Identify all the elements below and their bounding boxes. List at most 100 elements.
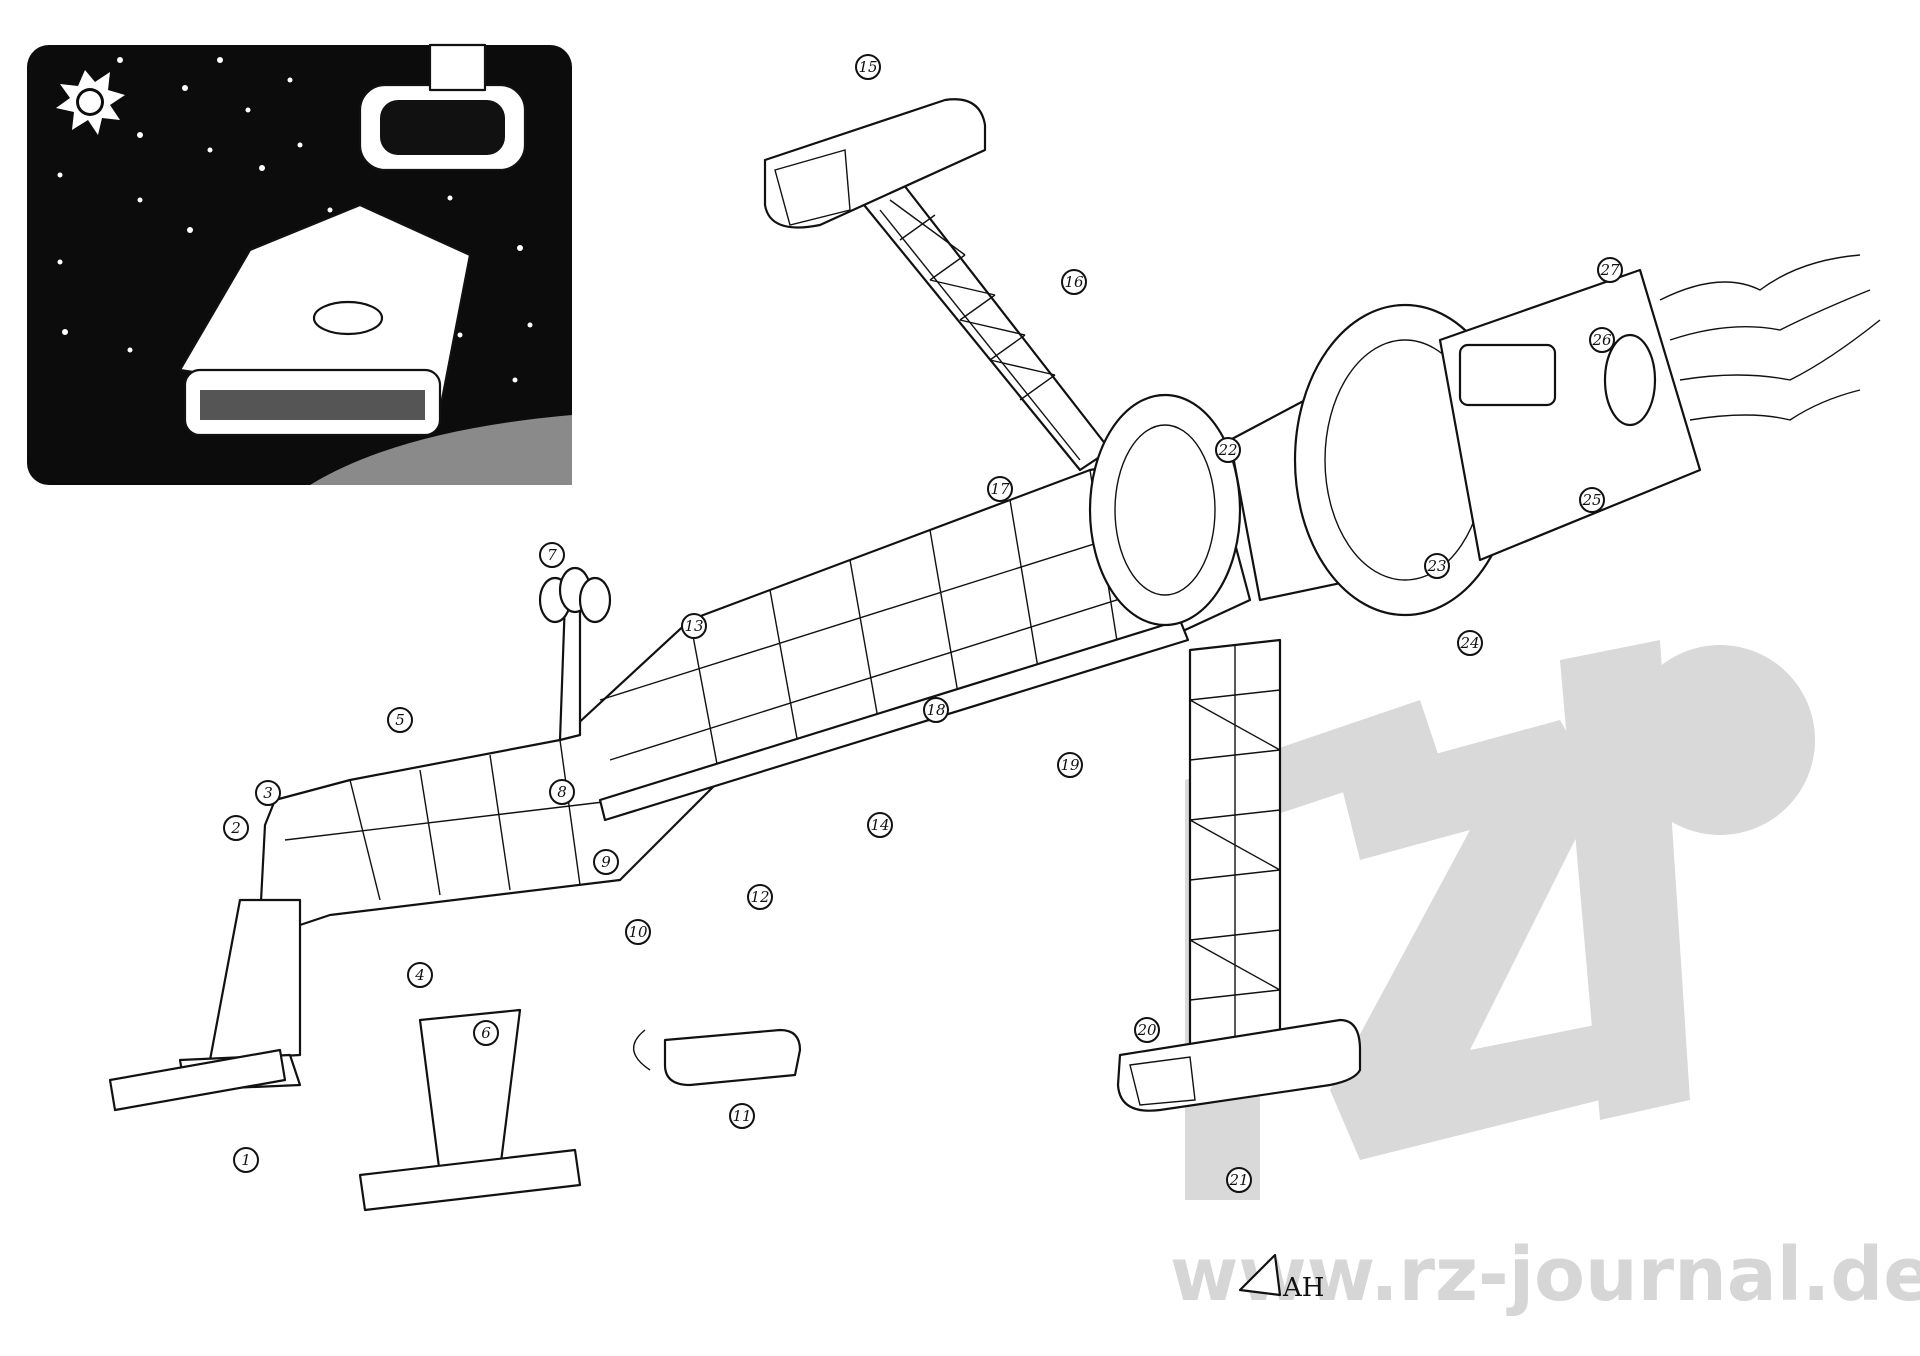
- exhaust-plume: [1659, 254, 1881, 421]
- callout-circle: [1061, 269, 1087, 295]
- callout-circle: [1215, 437, 1241, 463]
- nacelle-6: [418, 1008, 522, 1177]
- callout-number: 8: [557, 783, 567, 801]
- callout-5: 5: [387, 707, 413, 733]
- callout-circle: [729, 1103, 755, 1129]
- spaceship-cutaway: [108, 98, 1881, 1212]
- spine-tube: [598, 618, 1190, 822]
- callout-number: 17: [990, 480, 1010, 498]
- ship-module-upper: [358, 43, 527, 172]
- callout-number: 14: [870, 816, 889, 834]
- bow-strut: [208, 898, 302, 1062]
- sun-icon: [56, 70, 125, 135]
- callout-10: 10: [625, 919, 651, 945]
- callout-circle: [1424, 553, 1450, 579]
- shuttle-11: [663, 1028, 802, 1087]
- callout-circle: [987, 476, 1013, 502]
- stars: [57, 57, 533, 423]
- callout-circle: [1226, 1167, 1252, 1193]
- mast: [558, 598, 582, 742]
- callout-19: 19: [1057, 752, 1083, 778]
- upper-truss-arm: [858, 178, 1112, 472]
- callout-number: 19: [1060, 756, 1080, 774]
- callout-number: 2: [230, 819, 241, 837]
- callout-11: 11: [729, 1103, 755, 1129]
- callout-12: 12: [747, 884, 773, 910]
- callout-number: 22: [1217, 441, 1237, 459]
- callout-20: 20: [1134, 1017, 1160, 1043]
- callout-26: 26: [1589, 327, 1615, 353]
- callout-number: 25: [1581, 491, 1601, 509]
- callout-15: 15: [855, 54, 881, 80]
- callout-number: 13: [684, 617, 703, 635]
- callout-number: 21: [1228, 1171, 1248, 1189]
- callout-circle: [255, 780, 281, 806]
- callout-circle: [387, 707, 413, 733]
- space-scene-inset: [27, 43, 572, 485]
- callout-circle: [625, 919, 651, 945]
- callout-number: 4: [414, 966, 425, 984]
- callout-24: 24: [1457, 630, 1483, 656]
- callout-circle: [539, 542, 565, 568]
- callout-number: 9: [601, 853, 611, 871]
- callout-circle: [593, 849, 619, 875]
- callout-16: 16: [1061, 269, 1087, 295]
- callout-number: 23: [1426, 557, 1446, 575]
- callout-17: 17: [987, 476, 1013, 502]
- callout-4: 4: [407, 962, 433, 988]
- callout-circle: [549, 779, 575, 805]
- upper-pod: [763, 98, 987, 229]
- callout-labels: 1234567891011121314151617181920212223242…: [223, 54, 1623, 1193]
- callout-number: 7: [547, 546, 557, 564]
- callout-circle: [867, 812, 893, 838]
- callout-circle: [681, 613, 707, 639]
- callout-circle: [923, 697, 949, 723]
- watermark-domain: www.rz-journal.de: [1170, 1232, 1920, 1318]
- callout-circle: [1597, 257, 1623, 283]
- callout-1: 1: [233, 1147, 259, 1173]
- callout-13: 13: [681, 613, 707, 639]
- callout-number: 5: [395, 711, 405, 729]
- main-hull: [258, 448, 1252, 927]
- callout-6: 6: [473, 1020, 499, 1046]
- callout-number: 12: [750, 888, 769, 906]
- callout-number: 24: [1459, 634, 1479, 652]
- svg-text:AH: AH: [1282, 1273, 1324, 1303]
- callout-number: 20: [1136, 1021, 1157, 1039]
- callout-circle: [1057, 752, 1083, 778]
- callout-circle: [223, 815, 249, 841]
- callout-number: 3: [263, 784, 273, 802]
- callout-8: 8: [549, 779, 575, 805]
- callout-circle: [1579, 487, 1605, 513]
- callout-circle: [473, 1020, 499, 1046]
- callout-circle: [747, 884, 773, 910]
- callout-number: 6: [481, 1024, 491, 1042]
- callout-18: 18: [923, 697, 949, 723]
- callout-21: 21: [1226, 1167, 1252, 1193]
- callout-circle: [855, 54, 881, 80]
- engine-cone: [1438, 268, 1702, 562]
- planet-surface: [310, 415, 572, 485]
- artist-signature: AH: [1238, 1253, 1324, 1303]
- ship-module-lower: [178, 203, 472, 437]
- lower-pod: [1116, 1018, 1362, 1112]
- callout-27: 27: [1597, 257, 1623, 283]
- callout-23: 23: [1424, 553, 1450, 579]
- callout-circle: [1457, 630, 1483, 656]
- callout-3: 3: [255, 780, 281, 806]
- callout-number: 16: [1064, 273, 1084, 291]
- callout-number: 1: [241, 1151, 251, 1169]
- callout-circle: [407, 962, 433, 988]
- callout-number: 27: [1599, 261, 1620, 279]
- callout-9: 9: [593, 849, 619, 875]
- callout-number: 18: [926, 701, 945, 719]
- callout-2: 2: [223, 815, 249, 841]
- callout-number: 10: [628, 923, 648, 941]
- callout-circle: [1589, 327, 1615, 353]
- callout-7: 7: [539, 542, 565, 568]
- callout-22: 22: [1215, 437, 1241, 463]
- callout-14: 14: [867, 812, 893, 838]
- callout-number: 15: [858, 58, 877, 76]
- callout-number: 11: [732, 1107, 751, 1125]
